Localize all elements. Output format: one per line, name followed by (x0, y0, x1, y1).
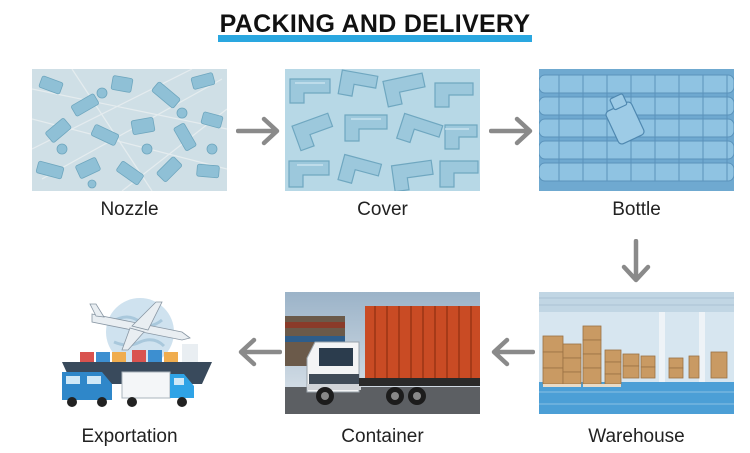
page-title: PACKING AND DELIVERY (217, 10, 533, 42)
caption-nozzle: Nozzle (100, 199, 159, 220)
warehouse-photo (539, 292, 734, 414)
arrow-right-icon (489, 116, 533, 146)
arrow-down-icon (621, 239, 651, 283)
exportation-illustration (32, 292, 227, 414)
caption-exportation: Exportation (81, 426, 178, 447)
caption-warehouse: Warehouse (588, 426, 685, 447)
arrow-left-icon (491, 337, 535, 367)
caption-bottle: Bottle (612, 199, 661, 220)
page-title-text: PACKING AND DELIVERY (219, 10, 531, 38)
container-truck-photo (285, 292, 480, 414)
arrow-left-icon (238, 337, 282, 367)
arrow-right-icon (236, 116, 280, 146)
cover-photo (285, 69, 480, 191)
caption-cover: Cover (357, 199, 408, 220)
caption-container: Container (341, 426, 424, 447)
header: PACKING AND DELIVERY (0, 10, 750, 42)
bottle-photo (539, 69, 734, 191)
nozzle-photo (32, 69, 227, 191)
